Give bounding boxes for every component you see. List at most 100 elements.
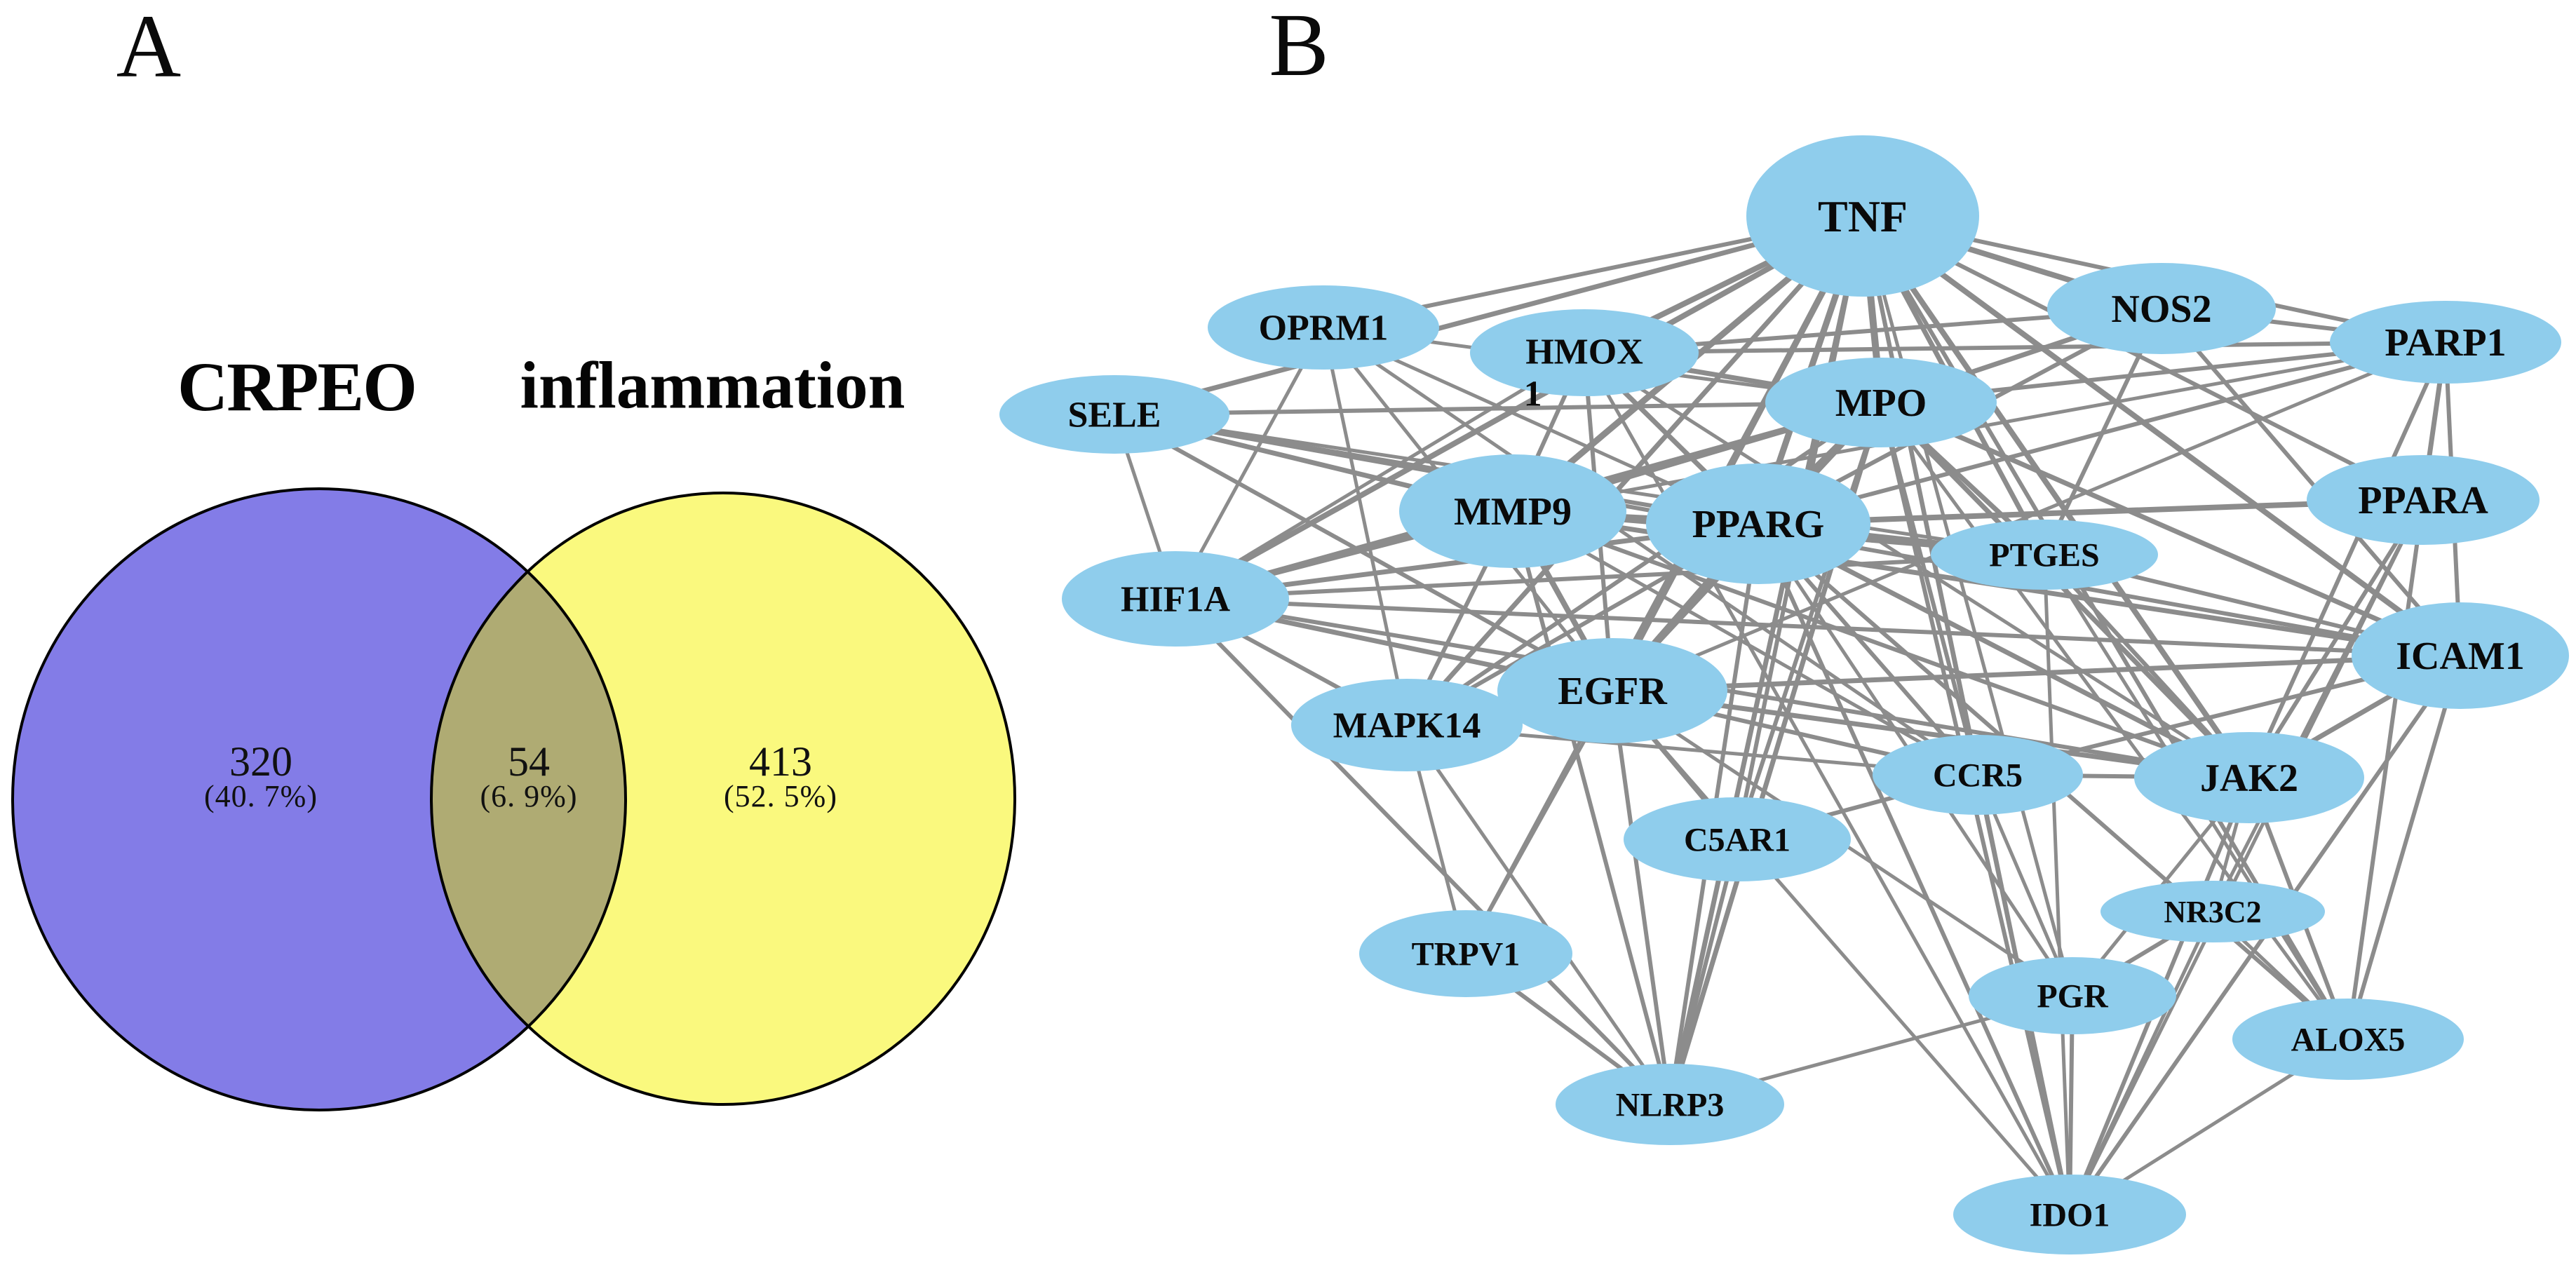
node-ellipse	[1062, 551, 1289, 647]
node-ellipse	[2047, 263, 2276, 354]
node-label: MPO	[1835, 381, 1927, 425]
node-ellipse	[2330, 301, 2561, 384]
node-label: PPARG	[1692, 503, 1825, 546]
node-label: NOS2	[2111, 288, 2211, 331]
venn-count-inflammation-only: 413	[749, 738, 812, 785]
network-node-sele: SELE	[999, 375, 1229, 454]
network-node-mapk14: MAPK14	[1291, 679, 1523, 771]
node-ellipse	[1969, 957, 2176, 1034]
node-ellipse	[1359, 910, 1572, 997]
network-edge	[2042, 554, 2072, 1215]
network-edge	[2346, 655, 2462, 1040]
network-node-mmp9: MMP9	[1399, 454, 1626, 568]
node-label: C5AR1	[1684, 821, 1791, 858]
node-label: NR3C2	[2164, 895, 2261, 929]
network-edge	[2247, 499, 2425, 779]
network-edge	[1464, 215, 1865, 955]
network-edge	[1584, 340, 2446, 355]
venn-percent-crpeo-only: (40. 7%)	[204, 779, 318, 813]
venn-count-overlap: 54	[508, 738, 550, 785]
network-edge	[1610, 690, 1672, 1105]
node-ellipse	[2100, 881, 2325, 942]
node-ellipse	[1765, 358, 1997, 447]
node-label: TNF	[1818, 191, 1908, 241]
venn-diagram	[11, 487, 1016, 1111]
venn-overlap-region	[431, 493, 626, 1104]
network-edge	[1405, 400, 1882, 727]
node-ellipse	[1291, 679, 1523, 771]
node-label: PGR	[2037, 977, 2109, 1015]
node-label: SELE	[1068, 395, 1161, 435]
node-ellipse	[2232, 999, 2464, 1080]
venn-circle-inflammation-outline	[430, 492, 1016, 1106]
venn-set-title-crpeo: CRPEO	[177, 348, 417, 426]
network-node-alox5: ALOX5	[2232, 999, 2464, 1080]
network-edge	[2247, 341, 2448, 779]
node-label: PPARA	[2358, 479, 2488, 522]
venn-percent-inflammation-only: (52. 5%)	[724, 779, 837, 813]
network-node-icam1: ICAM1	[2352, 602, 2569, 709]
network-edge	[1512, 340, 2446, 513]
network-node-pparg: PPARG	[1646, 464, 1870, 584]
network-node-trpv1: TRPV1	[1359, 910, 1572, 997]
node-label: HIF1A	[1121, 580, 1230, 620]
venn-count-crpeo-only: 320	[229, 738, 292, 785]
network-edge	[1511, 509, 1979, 777]
network-edge	[1173, 597, 1672, 1107]
node-label: CCR5	[1933, 757, 2023, 794]
network-node-hif1a: HIF1A	[1062, 551, 1289, 647]
network-edge	[1174, 351, 1586, 601]
venn-percent-overlap: (6. 9%)	[480, 779, 578, 813]
node-label: MAPK14	[1333, 706, 1481, 746]
node-label: ICAM1	[2396, 635, 2525, 678]
network-edge	[1322, 325, 1979, 777]
network-edge	[1114, 400, 1882, 417]
network-node-pgr: PGR	[1969, 957, 2176, 1034]
venn-circle-crpeo-outline	[11, 487, 627, 1111]
network-edge	[1113, 412, 1614, 693]
network-node-ccr5: CCR5	[1873, 735, 2083, 815]
network-edge	[1175, 597, 2461, 658]
node-label: ALOX5	[2291, 1021, 2406, 1058]
node-ellipse	[1208, 285, 1439, 370]
network-edge	[1511, 510, 1672, 1105]
node-ellipse	[2134, 732, 2364, 823]
node-ellipse	[1399, 454, 1626, 568]
network-edge	[2211, 499, 2425, 913]
node-ellipse	[1624, 797, 1851, 881]
network-node-mpo: MPO	[1765, 358, 1997, 447]
network-edge	[1321, 327, 1409, 726]
network-edge	[1175, 553, 2045, 601]
network-node-nr3c2: NR3C2	[2100, 881, 2325, 942]
network-edge	[1405, 724, 1672, 1106]
node-label: OPRM1	[1259, 309, 1389, 349]
node-ellipse	[2307, 455, 2540, 545]
node-label: TRPV1	[1412, 935, 1520, 973]
network-node-oprm1: OPRM1	[1208, 285, 1439, 370]
node-ellipse	[1953, 1175, 2186, 1254]
network-edge	[1756, 522, 2072, 1216]
network-edge	[1612, 340, 2446, 693]
network-node-ppara: PPARA	[2307, 455, 2540, 545]
node-ellipse	[1497, 638, 1727, 743]
network-node-c5ar1: C5AR1	[1624, 797, 1851, 881]
node-label: NLRP3	[1616, 1086, 1725, 1123]
node-ellipse	[999, 375, 1229, 454]
panel-b-label: B	[1269, 0, 1329, 95]
network-edge	[1114, 213, 1863, 417]
network-node-nos2: NOS2	[2047, 263, 2276, 354]
node-label: PARP1	[2385, 321, 2506, 365]
node-ellipse	[1646, 464, 1870, 584]
node-ellipse	[2352, 602, 2569, 709]
network-node-egfr: EGFR	[1497, 638, 1727, 743]
node-ellipse	[1873, 735, 2083, 815]
network-edge	[2346, 499, 2425, 1040]
node-ellipse	[1746, 135, 1979, 297]
network-edge	[1861, 215, 2075, 996]
network-edge	[1860, 214, 2252, 780]
network-node-tnf: TNF	[1746, 135, 1979, 297]
network-edge	[1668, 839, 1739, 1105]
